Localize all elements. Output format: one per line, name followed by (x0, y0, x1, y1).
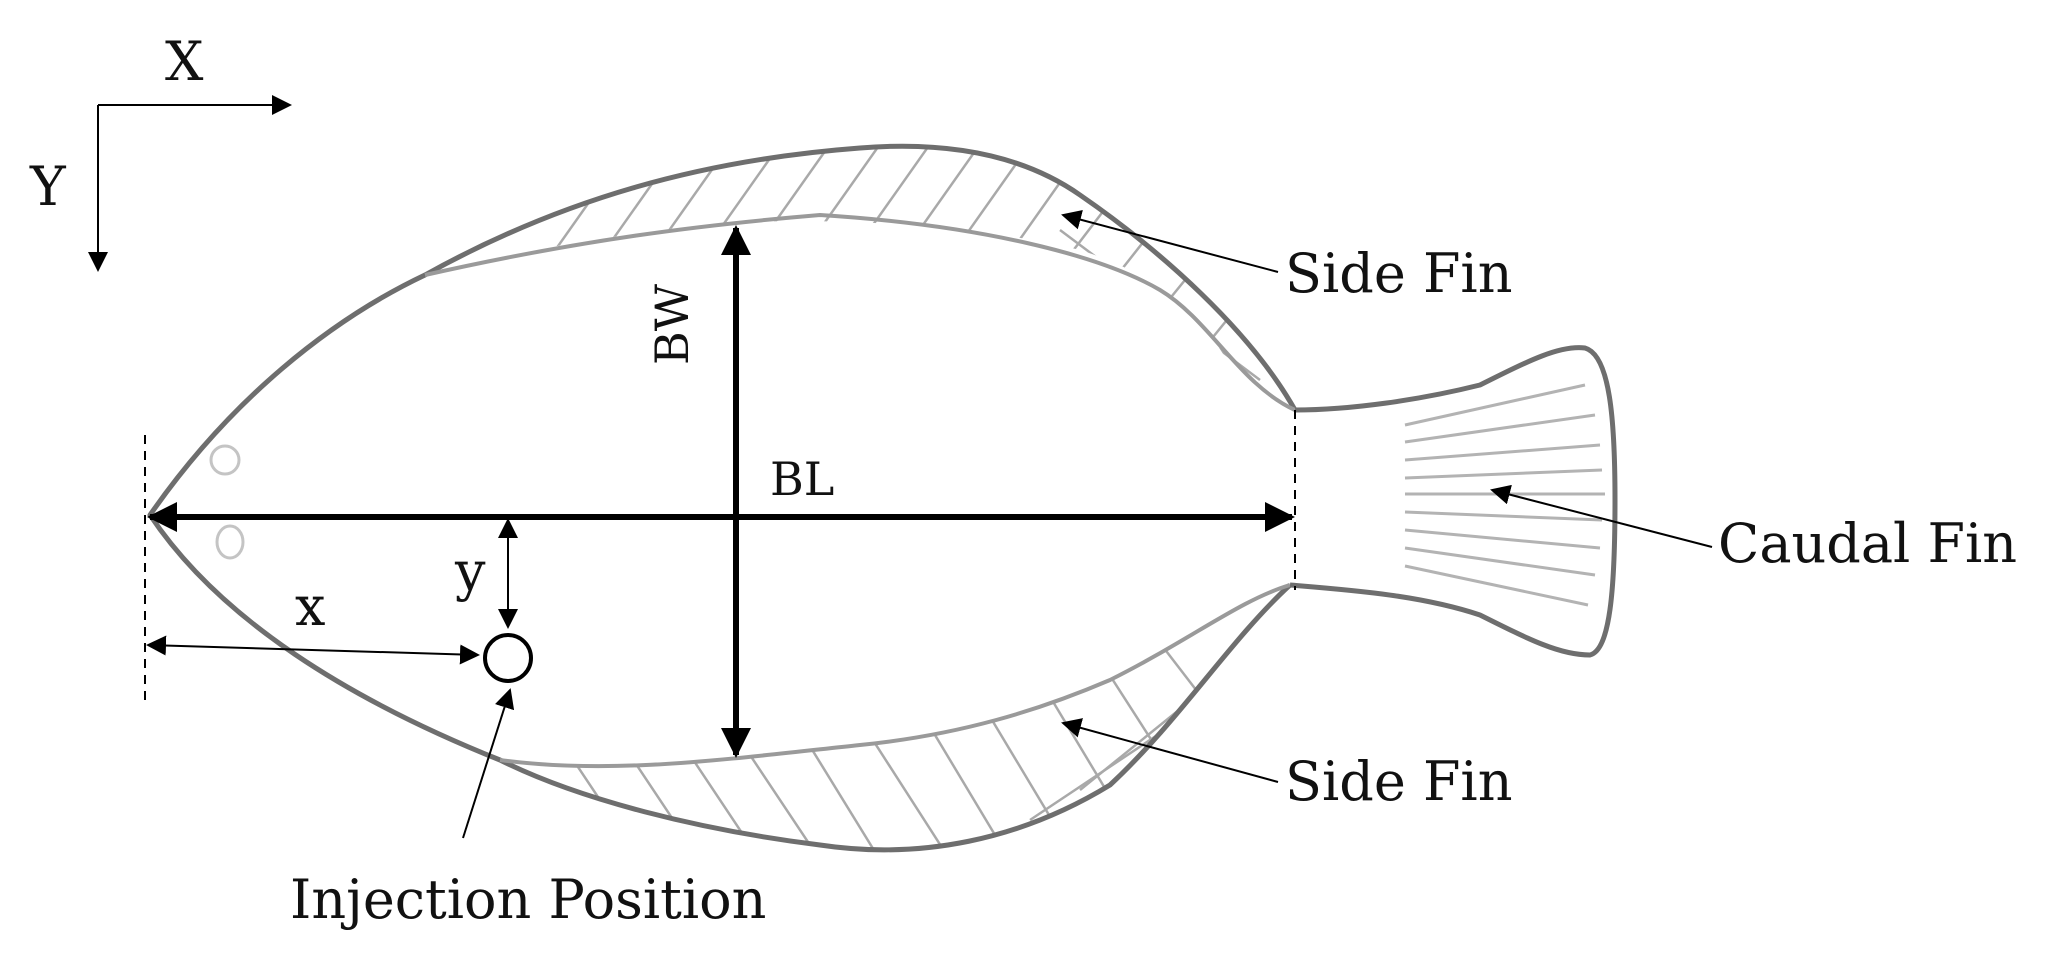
bl-label: BL (770, 452, 834, 506)
injection-pointer (462, 688, 515, 839)
eye-upper (209, 444, 241, 476)
y-axis-label: Y (29, 155, 67, 218)
caudal-fin-pointer (1490, 484, 1713, 548)
top-fin-hatch (518, 146, 1295, 391)
bw-label: BW (645, 283, 699, 365)
eye-lower (215, 524, 245, 560)
x-offset-label: x (295, 575, 325, 638)
x-offset-arrow (146, 635, 480, 665)
side-fin-bottom-label: Side Fin (1285, 750, 1512, 813)
caudal-fin-rays (1404, 383, 1605, 607)
y-offset-label: y (454, 540, 486, 603)
caudal-fin-label: Caudal Fin (1718, 512, 2017, 575)
fish-body-outline (424, 213, 1296, 769)
bottom-fin-hatch (558, 619, 1290, 850)
x-axis-label: X (165, 30, 204, 93)
injection-position-label: Injection Position (290, 868, 766, 931)
caudal-fin-outline (1289, 345, 1618, 658)
injection-point-marker (483, 633, 533, 683)
side-fin-top-pointer (1061, 209, 1279, 273)
side-fin-top-label: Side Fin (1285, 242, 1512, 305)
fish-outer-outline (147, 143, 1298, 853)
axes-indicator: X Y (29, 30, 292, 272)
side-fin-bottom-pointer (1061, 718, 1279, 783)
